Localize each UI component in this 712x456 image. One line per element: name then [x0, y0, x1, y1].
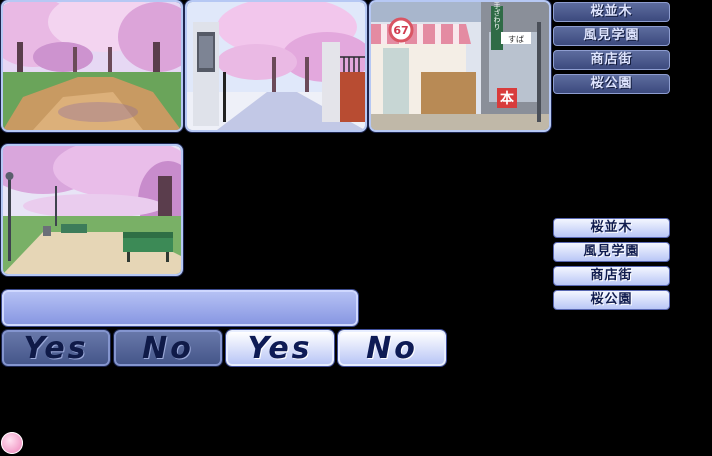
school-gate-scene: [187, 2, 365, 130]
location-button-sakura-namiki-hover[interactable]: 桜並木: [553, 218, 670, 238]
yes-button-hover[interactable]: Yes: [226, 330, 334, 366]
vertical-shop-sign: 手ざわり: [493, 2, 501, 30]
kazami-gakuen-thumbnail[interactable]: [185, 0, 367, 132]
location-button-sakura-koen-hover[interactable]: 桜公園: [553, 290, 670, 310]
location-button-kazami-gakuen-hover[interactable]: 風見学園: [553, 242, 670, 262]
shoutengai-thumbnail[interactable]: 67 本 手ざわり すば: [369, 0, 551, 132]
sakura-park-scene: [3, 146, 181, 274]
no-button-hover[interactable]: No: [338, 330, 446, 366]
door-shop-sign: すば: [508, 35, 524, 44]
no-button[interactable]: No: [114, 330, 222, 366]
message-bar: [2, 290, 358, 326]
location-button-sakura-koen[interactable]: 桜公園: [553, 74, 670, 94]
location-button-shoutengai-hover[interactable]: 商店街: [553, 266, 670, 286]
shop-number-sign: 67: [393, 24, 408, 37]
location-button-shoutengai[interactable]: 商店街: [553, 50, 670, 70]
pink-dot-icon: [1, 432, 23, 454]
shopping-street-scene: 67 本 手ざわり すば: [371, 2, 549, 130]
sakura-path-scene: [3, 2, 181, 130]
sakura-namiki-thumbnail[interactable]: [1, 0, 183, 132]
book-shop-sign: 本: [500, 90, 515, 107]
location-button-sakura-namiki[interactable]: 桜並木: [553, 2, 670, 22]
yes-button[interactable]: Yes: [2, 330, 110, 366]
location-button-kazami-gakuen[interactable]: 風見学園: [553, 26, 670, 46]
sakura-koen-thumbnail[interactable]: [1, 144, 183, 276]
